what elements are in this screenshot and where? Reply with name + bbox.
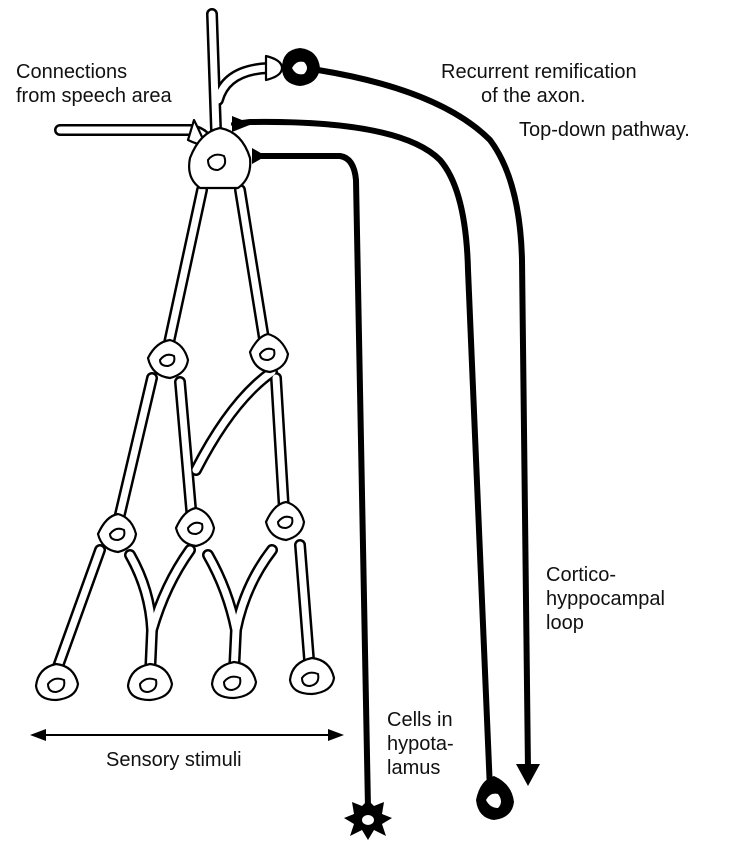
label-loop-line-2: hyppocampal [546, 587, 665, 611]
hypothalamus-neuron [344, 800, 392, 840]
label-top-down: Top-down pathway. [519, 118, 690, 142]
recurrent-neuron [282, 48, 320, 86]
neuron-low-center [176, 508, 214, 546]
recurrent-arrowhead [516, 764, 540, 786]
hypothalamus-arrowhead [252, 148, 266, 164]
recurrent-axon-path [318, 70, 528, 770]
label-hypo-line-3: lamus [387, 756, 454, 780]
label-recurrent: Recurrent remification of the axon. [441, 60, 637, 108]
label-recurrent-line-1: Recurrent remification [441, 60, 637, 84]
label-recurrent-line-2: of the axon. [441, 84, 637, 108]
label-hypothalamus: Cells in hypota- lamus [387, 708, 454, 780]
neuron-mid-left [148, 340, 188, 378]
label-loop-line-3: loop [546, 611, 665, 635]
label-speech-area: Connections from speech area [16, 60, 172, 108]
hippocampal-arrowhead [232, 116, 252, 132]
neuron-mid-right [250, 334, 288, 372]
label-speech-line-2: from speech area [16, 84, 172, 108]
label-speech-line-1: Connections [16, 60, 172, 84]
sensory-arrow [30, 729, 344, 741]
neuron-bottom-4 [290, 658, 334, 694]
label-hypo-line-1: Cells in [387, 708, 454, 732]
label-hypo-line-2: hypota- [387, 732, 454, 756]
label-loop-line-1: Cortico- [546, 563, 665, 587]
neuron-bottom-1 [36, 664, 78, 700]
neuron-low-left [98, 514, 136, 552]
label-hippocampal-loop: Cortico- hyppocampal loop [546, 563, 665, 635]
hypothalamus-path [256, 156, 368, 808]
neuron-bottom-2 [128, 664, 172, 700]
neuron-bottom-3 [212, 662, 256, 698]
label-sensory-stimuli: Sensory stimuli [106, 748, 242, 772]
hippocampal-neuron [476, 776, 514, 820]
neuron-low-right [266, 502, 304, 540]
